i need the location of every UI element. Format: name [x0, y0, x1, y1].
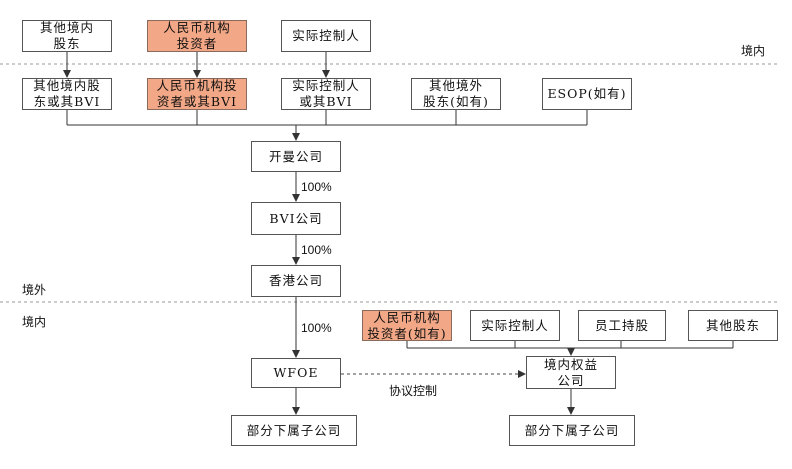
label-pct-cayman-bvi: 100% — [301, 180, 332, 194]
box-rmb-investors-bvi: 人民币机构投 资者或其BVI — [147, 78, 247, 110]
box-vie-subsidiaries: 部分下属子公司 — [509, 415, 635, 446]
box-other-foreign-shareholders: 其他境外 股东(如有) — [411, 78, 501, 110]
box-cayman-company: 开曼公司 — [251, 141, 341, 172]
label-pct-hk-wfoe: 100% — [301, 321, 332, 335]
box-actual-controller: 实际控制人 — [281, 20, 371, 52]
label-agreement-control: 协议控制 — [389, 384, 438, 398]
box-other-domestic-shareholders: 其他境内 股东 — [22, 20, 112, 52]
box-other-shareholders: 其他股东 — [688, 310, 778, 341]
region-label-top-domestic: 境内 — [741, 44, 766, 58]
label-pct-bvi-hk: 100% — [301, 243, 332, 257]
box-hk-company: 香港公司 — [251, 265, 341, 297]
domestic-collector — [406, 341, 734, 349]
region-label-foreign: 境外 — [22, 283, 47, 297]
box-controller-bvi: 实际控制人 或其BVI — [281, 78, 371, 110]
holding-collector — [66, 110, 588, 126]
box-domestic-vie-company: 境内权益 公司 — [526, 356, 616, 389]
box-rmb-institutional-investors: 人民币机构 投资者 — [147, 20, 247, 52]
box-esop: ESOP(如有) — [542, 78, 632, 110]
region-label-domestic: 境内 — [22, 315, 47, 329]
box-domestic-actual-controller: 实际控制人 — [470, 310, 560, 341]
box-other-domestic-bvi: 其他境内股 东或其BVI — [22, 78, 112, 110]
box-wfoe-subsidiaries: 部分下属子公司 — [231, 415, 357, 446]
box-employee-shareholding: 员工持股 — [578, 310, 666, 341]
box-bvi-company: BVI公司 — [251, 202, 341, 235]
box-domestic-rmb-investors: 人民币机构 投资者(如有) — [362, 310, 452, 341]
box-wfoe: WFOE — [251, 358, 341, 388]
